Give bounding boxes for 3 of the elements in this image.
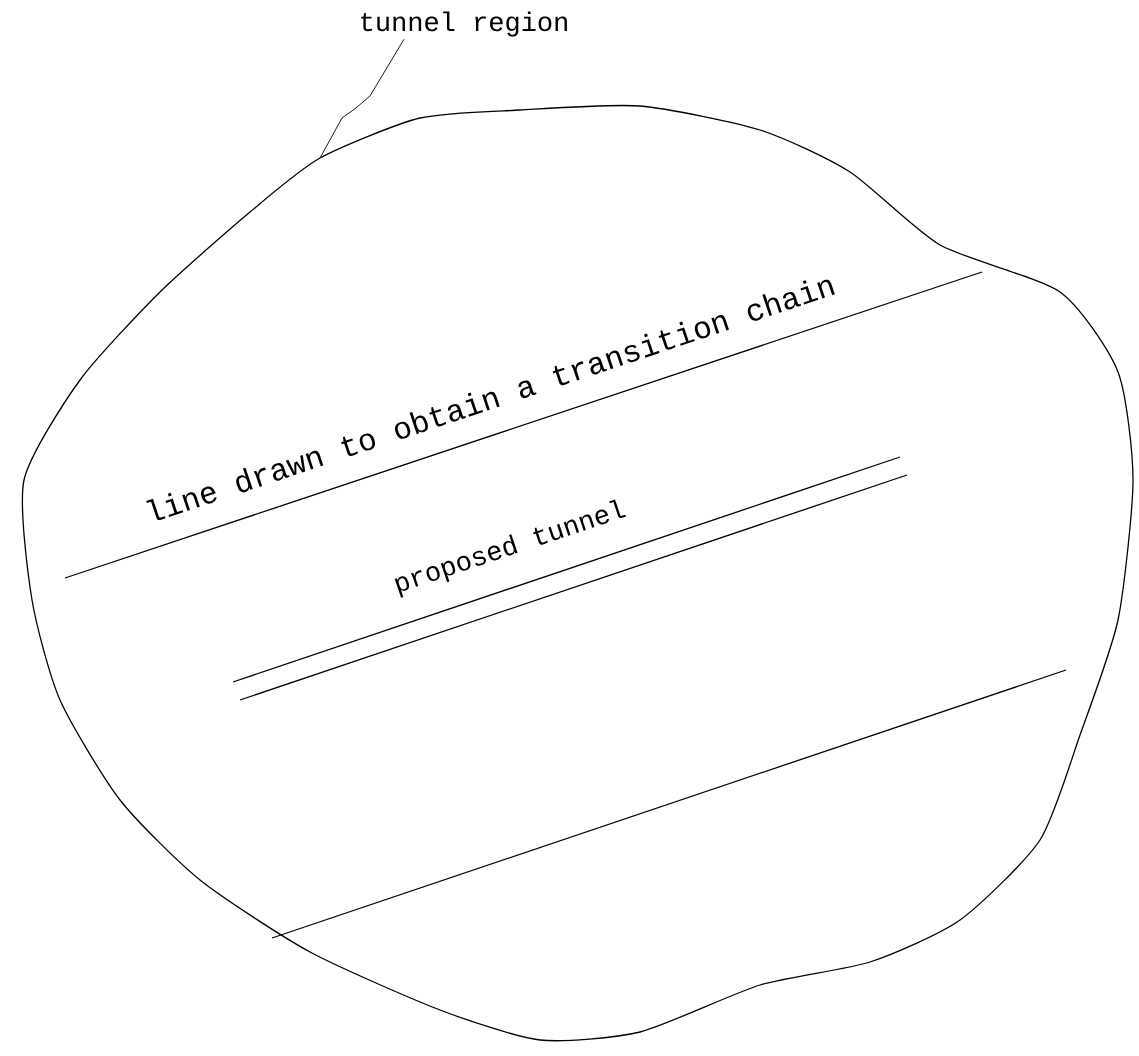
leader-line [319,38,405,158]
region-label: tunnel region [361,11,567,37]
region-outline [21,104,1134,1042]
